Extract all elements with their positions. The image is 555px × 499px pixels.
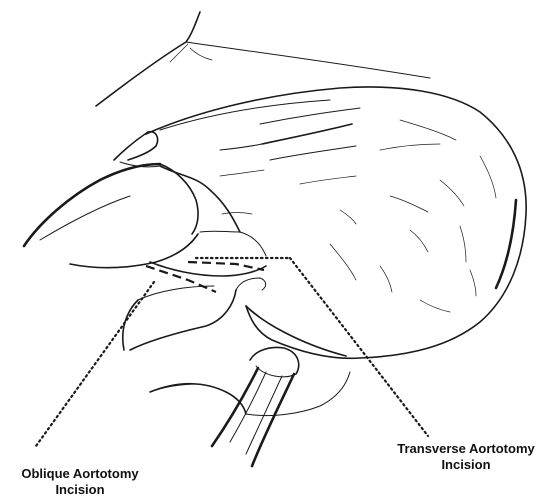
oblique-aortotomy-label: Oblique Aortotomy Incision bbox=[0, 466, 160, 498]
aorta-structure bbox=[24, 132, 266, 276]
transverse-aortotomy-label: Transverse Aortotomy Incision bbox=[378, 441, 554, 473]
transverse-label-line1: Transverse Aortotomy bbox=[378, 441, 554, 457]
heart-surface-texture bbox=[220, 108, 496, 312]
oblique-label-line2: Incision bbox=[0, 482, 160, 498]
cannula bbox=[212, 348, 299, 467]
oblique-leader-line bbox=[36, 282, 154, 446]
pericardium-lines bbox=[96, 12, 430, 106]
oblique-label-line1: Oblique Aortotomy bbox=[0, 466, 160, 482]
transverse-incision-mark bbox=[188, 262, 264, 270]
leader-lines bbox=[36, 258, 428, 446]
transverse-label-line2: Incision bbox=[378, 457, 554, 473]
